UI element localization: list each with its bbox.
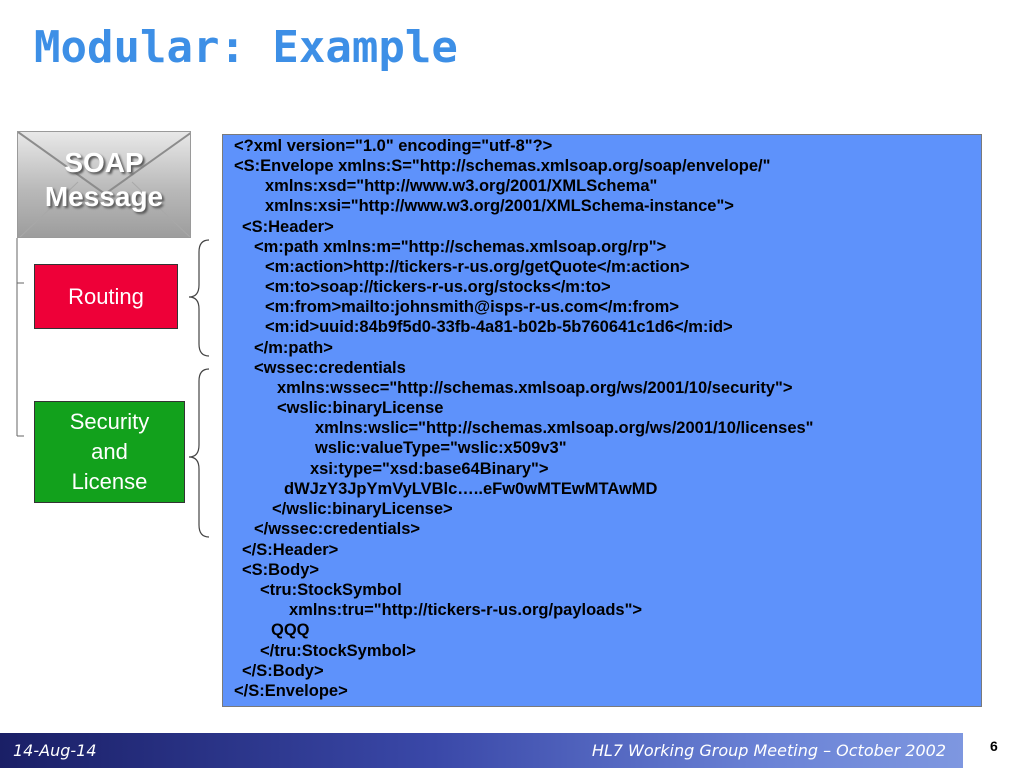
code-line: </m:path> xyxy=(254,339,333,357)
code-line: <m:to>soap://tickers-r-us.org/stocks</m:… xyxy=(265,278,611,296)
code-line: <wssec:credentials xyxy=(254,359,406,377)
code-line: </wssec:credentials> xyxy=(254,520,421,538)
security-label-line1: Security xyxy=(69,409,150,434)
security-brace xyxy=(188,368,210,538)
slide-title: Modular: Example xyxy=(34,22,458,73)
code-line: </S:Body> xyxy=(242,662,324,680)
code-line: <m:action>http://tickers-r-us.org/getQuo… xyxy=(265,258,690,276)
security-label-line2: and xyxy=(91,439,128,464)
code-line: <S:Header> xyxy=(242,218,334,236)
soap-label-line1: SOAP xyxy=(64,147,144,178)
code-line: xmlns:xsd="http://www.w3.org/2001/XMLSch… xyxy=(265,177,658,195)
code-line: <wslic:binaryLicense xyxy=(277,399,444,417)
code-line: </tru:StockSymbol> xyxy=(260,642,416,660)
footer-event: HL7 Working Group Meeting – October 2002 xyxy=(591,741,946,760)
grouping-braces xyxy=(188,239,210,538)
code-line: dWJzY3JpYmVyLVBlc…..eFw0wMTEwMTAwMD xyxy=(284,480,658,498)
code-line: <S:Body> xyxy=(242,561,320,579)
code-line: xmlns:xsi="http://www.w3.org/2001/XMLSch… xyxy=(265,197,734,215)
envelope-icon xyxy=(18,132,190,237)
code-line: </S:Envelope> xyxy=(234,682,348,700)
security-license-block: Security and License xyxy=(34,401,185,503)
soap-message-label: SOAP Message xyxy=(18,146,190,214)
routing-brace xyxy=(188,239,210,357)
code-line: xmlns:tru="http://tickers-r-us.org/paylo… xyxy=(289,601,643,619)
code-line: QQQ xyxy=(271,621,310,639)
soap-label-line2: Message xyxy=(44,181,164,212)
code-line: xmlns:wslic="http://schemas.xmlsoap.org/… xyxy=(315,419,814,437)
xml-code-panel: <?xml version="1.0" encoding="utf-8"?> <… xyxy=(222,134,982,707)
routing-label: Routing xyxy=(68,283,144,309)
code-line: xsi:type="xsd:base64Binary"> xyxy=(310,460,549,478)
code-line: <m:id>uuid:84b9f5d0-33fb-4a81-b02b-5b760… xyxy=(265,318,733,336)
routing-block: Routing xyxy=(34,264,178,329)
code-line: <m:path xmlns:m="http://schemas.xmlsoap.… xyxy=(254,238,667,256)
page-number: 6 xyxy=(990,738,998,754)
code-line: xmlns:wssec="http://schemas.xmlsoap.org/… xyxy=(277,379,793,397)
code-line: <tru:StockSymbol xyxy=(260,581,402,599)
soap-message-block: SOAP Message xyxy=(17,131,191,238)
code-line: </S:Header> xyxy=(242,541,339,559)
code-line: </wslic:binaryLicense> xyxy=(272,500,453,518)
code-line: <S:Envelope xmlns:S="http://schemas.xmls… xyxy=(234,157,771,175)
security-label-line3: License xyxy=(71,469,148,494)
footer-bar xyxy=(0,733,963,768)
code-line: <m:from>mailto:johnsmith@isps-r-us.com</… xyxy=(265,298,679,316)
footer-date: 14-Aug-14 xyxy=(13,741,97,760)
tree-connector xyxy=(16,238,24,437)
code-line: <?xml version="1.0" encoding="utf-8"?> xyxy=(234,137,553,155)
code-line: wslic:valueType="wslic:x509v3" xyxy=(315,439,567,457)
